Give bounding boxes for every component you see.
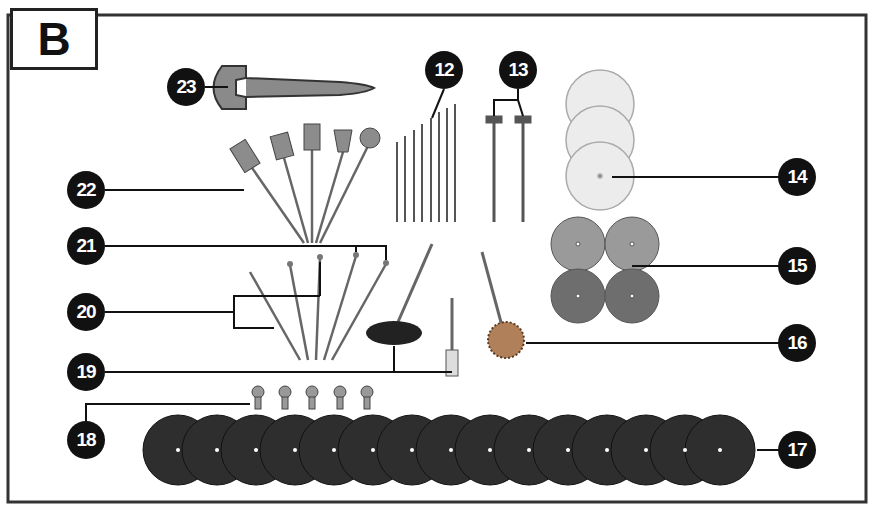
callout-number: 13 (499, 51, 537, 89)
callout-number: 20 (67, 293, 105, 331)
drill-bits (397, 104, 455, 222)
wrench (214, 66, 375, 109)
polishing-discs (551, 217, 659, 323)
screws (252, 386, 373, 409)
callout-number: 15 (778, 247, 816, 285)
leader-lines (86, 87, 779, 450)
callout-number: 23 (167, 68, 205, 106)
callout-number: 22 (67, 171, 105, 209)
brushes (366, 244, 458, 376)
disc-holes (176, 448, 722, 452)
frame (8, 15, 866, 502)
callout-number: 21 (67, 227, 105, 265)
mandrels (487, 117, 530, 222)
callout-number: 18 (67, 421, 105, 459)
felt-discs (566, 70, 634, 210)
engraving-cutters (250, 252, 389, 360)
panel-letter-box: B (10, 8, 98, 70)
callout-number: 12 (425, 51, 463, 89)
wire-brush (482, 252, 524, 358)
cutting-discs (143, 415, 755, 485)
callout-number: 17 (778, 431, 816, 469)
panel-letter: B (37, 16, 70, 62)
callout-number: 14 (778, 158, 816, 196)
callout-number: 19 (67, 353, 105, 391)
callout-number: 16 (778, 324, 816, 362)
grinding-stones (230, 124, 380, 243)
